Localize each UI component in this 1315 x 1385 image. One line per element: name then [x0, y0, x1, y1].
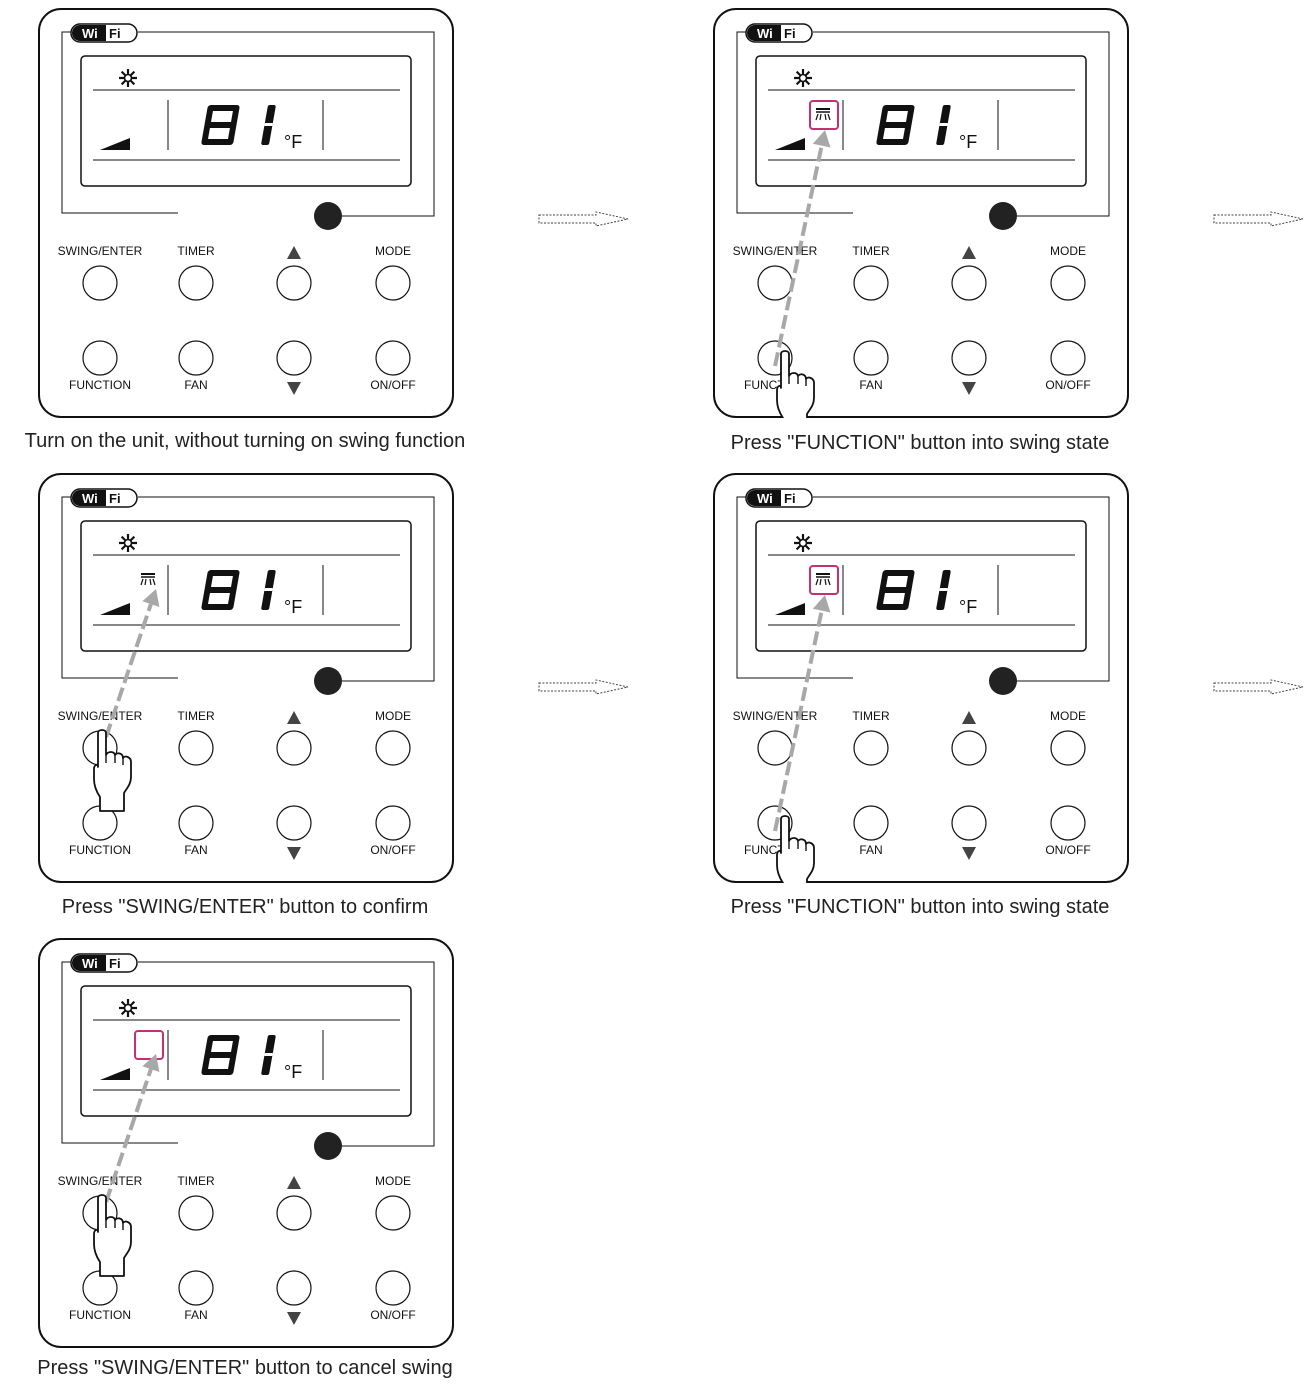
- mode-button[interactable]: MODE: [375, 709, 411, 765]
- controller-drawing: Wi Fi °F SWING/ENTER TIMER MODE FUNCTION FAN ON/…: [38, 473, 458, 883]
- step-1-controller: Wi Fi °F SWING/ENTER TIMER MODE FUNCTION FAN ON/…: [38, 8, 458, 418]
- power-led: [314, 667, 342, 695]
- timer-button-label: TIMER: [852, 709, 890, 723]
- step-4-caption: Press "FUNCTION" button into swing state: [620, 896, 1220, 919]
- fan-button-label: FAN: [184, 843, 207, 857]
- fan-button-label: FAN: [859, 843, 882, 857]
- controller-drawing: Wi Fi °F SWING/ENTER TIMER MODE FUNCTION FAN ON/…: [38, 938, 458, 1348]
- step-5-controller: Wi Fi °F SWING/ENTER TIMER MODE FUNCTION FAN ON/…: [38, 938, 458, 1348]
- snowflake-icon: [119, 534, 137, 552]
- function-button-label: FUNCTION: [69, 843, 131, 857]
- step-2-controller: WiFi°FSWING/ENTERTIMERMODEFUNCTIONFANON/…: [713, 8, 1133, 418]
- timer-button-label: TIMER: [852, 244, 890, 258]
- swing-enter-button-label: SWING/ENTER: [58, 709, 143, 723]
- function-button-label: FUNCTION: [69, 1308, 131, 1322]
- wifi-badge: Wi Fi: [746, 489, 812, 507]
- wifi-badge: Wi Fi: [71, 954, 137, 972]
- wifi-text-wi: Wi: [82, 491, 98, 506]
- swing-enter-button-label: SWING/ENTER: [58, 244, 143, 258]
- flow-arrow-icon: [538, 211, 630, 227]
- wifi-text-fi: Fi: [109, 956, 121, 971]
- wifi-badge: Wi Fi: [746, 24, 812, 42]
- power-led: [989, 202, 1017, 230]
- flow-arrow-icon: [1213, 211, 1305, 227]
- temp-unit: °F: [284, 132, 302, 152]
- step-2-caption: Press "FUNCTION" button into swing state: [620, 432, 1220, 455]
- swing-enter-button-label: SWING/ENTER: [733, 244, 818, 258]
- temp-unit: °F: [959, 597, 977, 617]
- fan-button-label: FAN: [184, 378, 207, 392]
- mode-button-label: MODE: [1050, 244, 1086, 258]
- flow-arrow-icon: [1213, 679, 1305, 695]
- mode-button-label: MODE: [375, 709, 411, 723]
- wifi-text-fi: Fi: [784, 491, 796, 506]
- timer-button-label: TIMER: [177, 1174, 215, 1188]
- mode-button[interactable]: MODE: [375, 244, 411, 300]
- step-3-controller: Wi Fi °F SWING/ENTER TIMER MODE FUNCTION FAN ON/…: [38, 473, 458, 883]
- timer-button[interactable]: TIMER: [177, 1174, 215, 1230]
- lcd-display: °F: [81, 986, 411, 1116]
- snowflake-icon: [119, 69, 137, 87]
- timer-button-label: TIMER: [177, 709, 215, 723]
- step-4-controller: WiFi°FSWING/ENTERTIMERMODEFUNCTIONFANON/…: [713, 473, 1133, 883]
- wifi-text-wi: Wi: [82, 26, 98, 41]
- lcd-display: °F: [756, 56, 1086, 186]
- wifi-text-wi: Wi: [757, 491, 773, 506]
- wifi-badge: Wi Fi: [71, 24, 137, 42]
- temp-unit: °F: [959, 132, 977, 152]
- step-3-caption: Press "SWING/ENTER" button to confirm: [0, 896, 545, 919]
- mode-button-label: MODE: [375, 244, 411, 258]
- temp-unit: °F: [284, 597, 302, 617]
- timer-button[interactable]: TIMER: [177, 244, 215, 300]
- wifi-text-fi: Fi: [109, 491, 121, 506]
- timer-button[interactable]: TIMER: [177, 709, 215, 765]
- on-off-button-label: ON/OFF: [370, 378, 415, 392]
- on-off-button-label: ON/OFF: [1045, 843, 1090, 857]
- snowflake-icon: [794, 534, 812, 552]
- timer-button-label: TIMER: [177, 244, 215, 258]
- mode-button[interactable]: MODE: [375, 1174, 411, 1230]
- lcd-display: °F: [756, 521, 1086, 651]
- on-off-button-label: ON/OFF: [370, 843, 415, 857]
- flow-arrow-icon: [538, 679, 630, 695]
- wifi-text-fi: Fi: [109, 26, 121, 41]
- snowflake-icon: [794, 69, 812, 87]
- mode-button[interactable]: MODE: [1050, 244, 1086, 300]
- mode-button-label: MODE: [1050, 709, 1086, 723]
- power-led: [314, 1132, 342, 1160]
- on-off-button-label: ON/OFF: [370, 1308, 415, 1322]
- fan-button-label: FAN: [859, 378, 882, 392]
- step-1-caption: Turn on the unit, without turning on swi…: [0, 430, 545, 453]
- step-5-caption: Press "SWING/ENTER" button to cancel swi…: [0, 1357, 545, 1380]
- timer-button[interactable]: TIMER: [852, 709, 890, 765]
- timer-button[interactable]: TIMER: [852, 244, 890, 300]
- wifi-text-wi: Wi: [82, 956, 98, 971]
- power-led: [989, 667, 1017, 695]
- temp-unit: °F: [284, 1062, 302, 1082]
- controller-drawing: Wi Fi °F SWING/ENTER TIMER MODE FUNCTION FAN ON/…: [38, 8, 458, 418]
- snowflake-icon: [119, 999, 137, 1017]
- mode-button[interactable]: MODE: [1050, 709, 1086, 765]
- on-off-button-label: ON/OFF: [1045, 378, 1090, 392]
- wifi-text-wi: Wi: [757, 26, 773, 41]
- mode-button-label: MODE: [375, 1174, 411, 1188]
- wifi-badge: Wi Fi: [71, 489, 137, 507]
- power-led: [314, 202, 342, 230]
- lcd-display: °F: [81, 56, 411, 186]
- fan-button-label: FAN: [184, 1308, 207, 1322]
- swing-enter-button-label: SWING/ENTER: [58, 1174, 143, 1188]
- lcd-display: °F: [81, 521, 411, 651]
- wifi-text-fi: Fi: [784, 26, 796, 41]
- function-button-label: FUNCTION: [69, 378, 131, 392]
- swing-enter-button-label: SWING/ENTER: [733, 709, 818, 723]
